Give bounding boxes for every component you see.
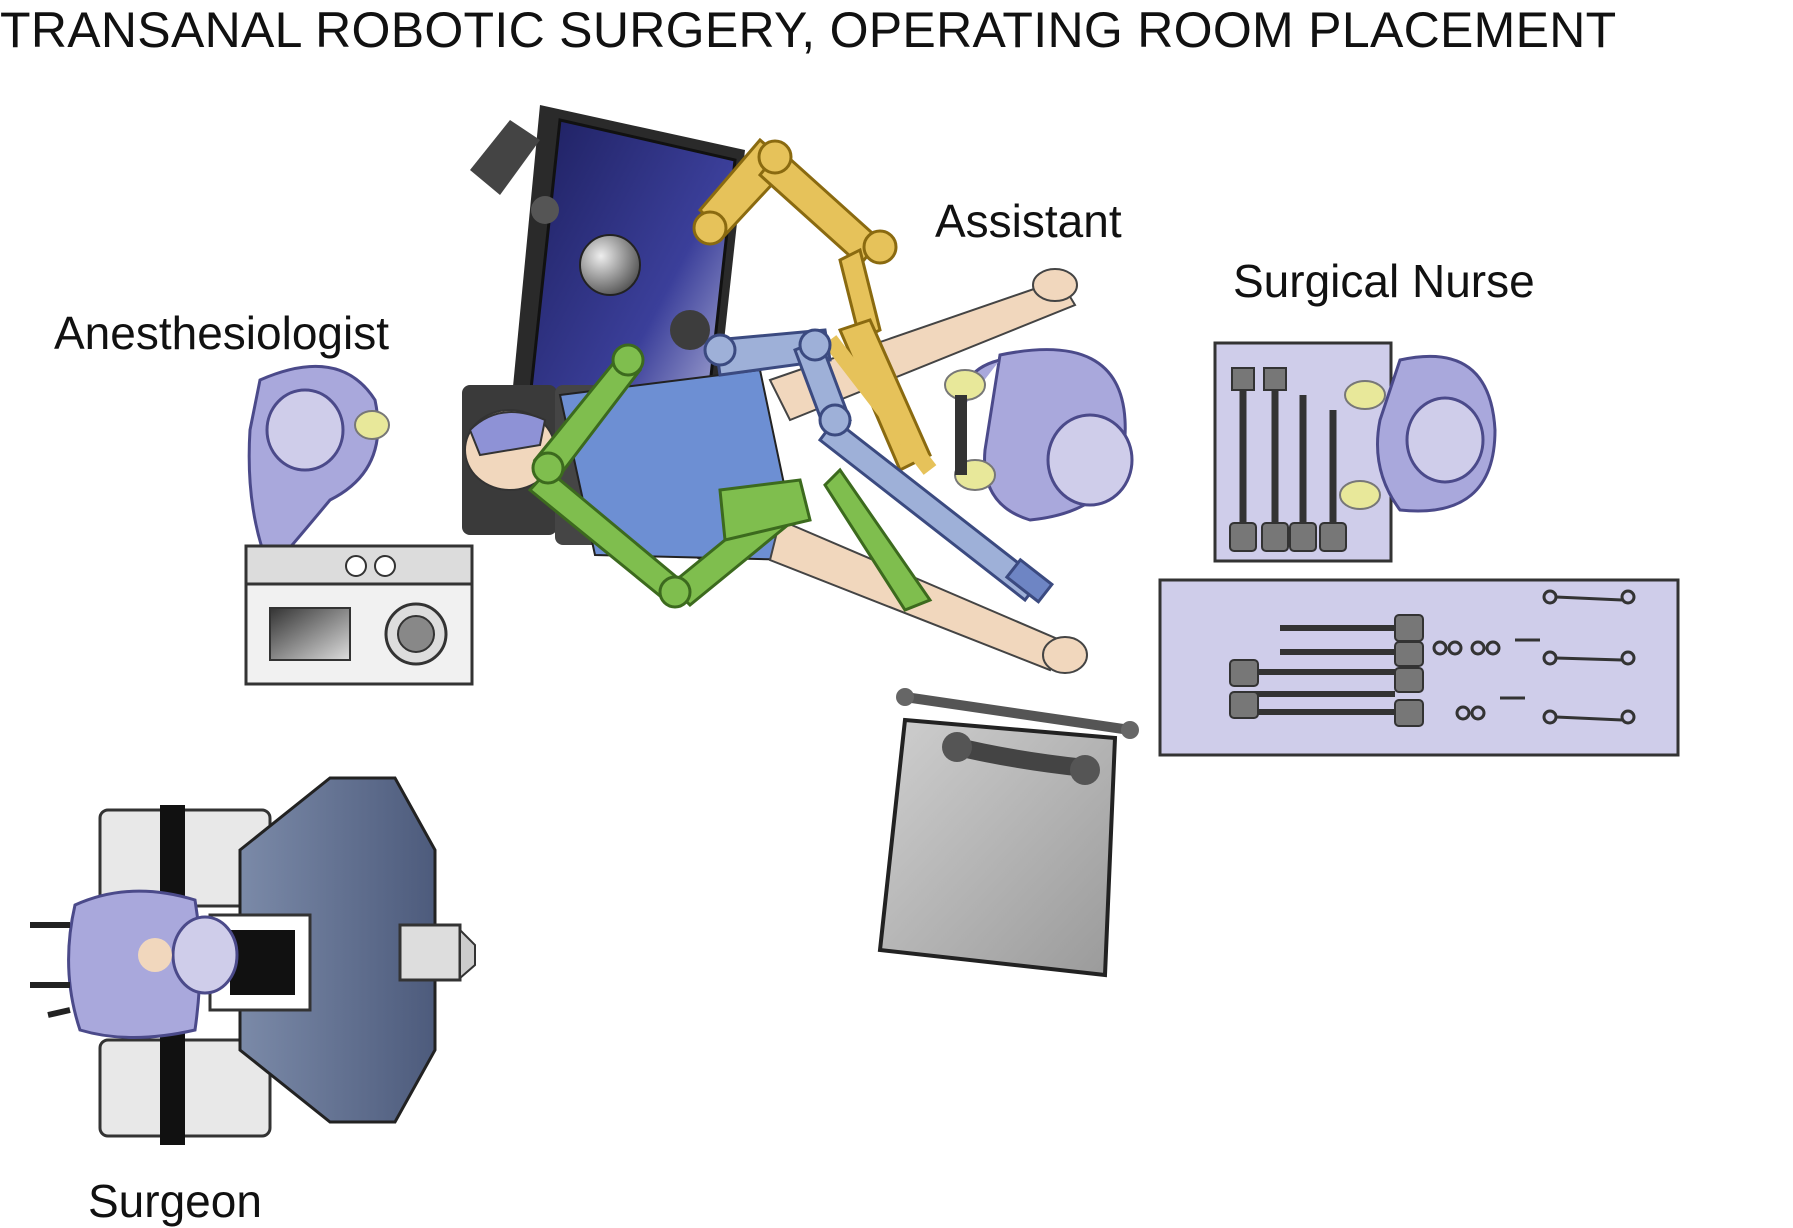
surgeon-label: Surgeon (88, 1175, 262, 1227)
robot-arm-blue (703, 328, 1055, 604)
assistant-figure (944, 348, 1134, 522)
surgical-nurse-label: Surgical Nurse (1233, 255, 1535, 307)
robot-arm-yellow (692, 137, 937, 475)
surgeon-figure (30, 889, 239, 1039)
figure-title: TRANSANAL ROBOTIC SURGERY, OPERATING ROO… (0, 2, 1617, 58)
assistant-label: Assistant (935, 195, 1122, 247)
instrument-tray-small (1213, 341, 1393, 563)
surgical-nurse-figure (1339, 354, 1497, 513)
side-table (877, 688, 1139, 978)
robot-arm-green (527, 343, 933, 612)
anesthesiologist-label: Anesthesiologist (54, 307, 389, 359)
anesthesiologist-figure (247, 364, 390, 601)
instrument-tray-large (1158, 578, 1680, 757)
anesthesia-machine (244, 544, 474, 686)
